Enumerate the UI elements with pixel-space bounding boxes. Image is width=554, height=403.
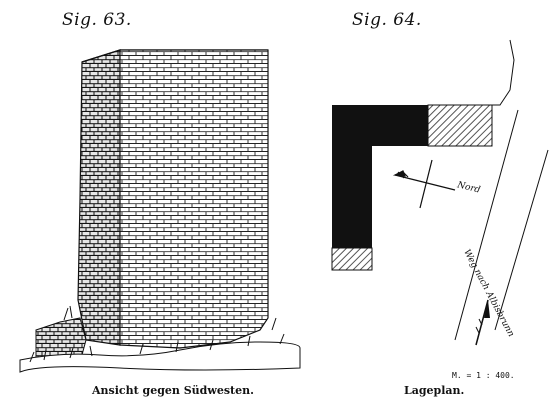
plan-outline [492, 39, 515, 106]
fig63-title: Sig. 63. [62, 10, 132, 30]
plan-wall-hatched-right [427, 104, 493, 147]
road-arrow-icon [475, 299, 490, 346]
plan-wall-hatched-bottom [331, 247, 373, 271]
road-line-left [454, 109, 519, 341]
fig64-caption: Lageplan. [404, 384, 465, 397]
ground-vegetation [19, 341, 301, 373]
tower-side-face [77, 49, 121, 346]
grass-strokes [29, 305, 285, 363]
scale-label: M. = 1 : 400. [452, 371, 515, 380]
fig64-title: Sig. 64. [352, 10, 422, 30]
fig63-caption: Ansicht gegen Südwesten. [92, 384, 254, 397]
plan-wall-black [332, 105, 428, 270]
road-line-right [494, 149, 549, 331]
tower-front-face [119, 49, 269, 349]
north-arrow-icon [392, 159, 456, 209]
